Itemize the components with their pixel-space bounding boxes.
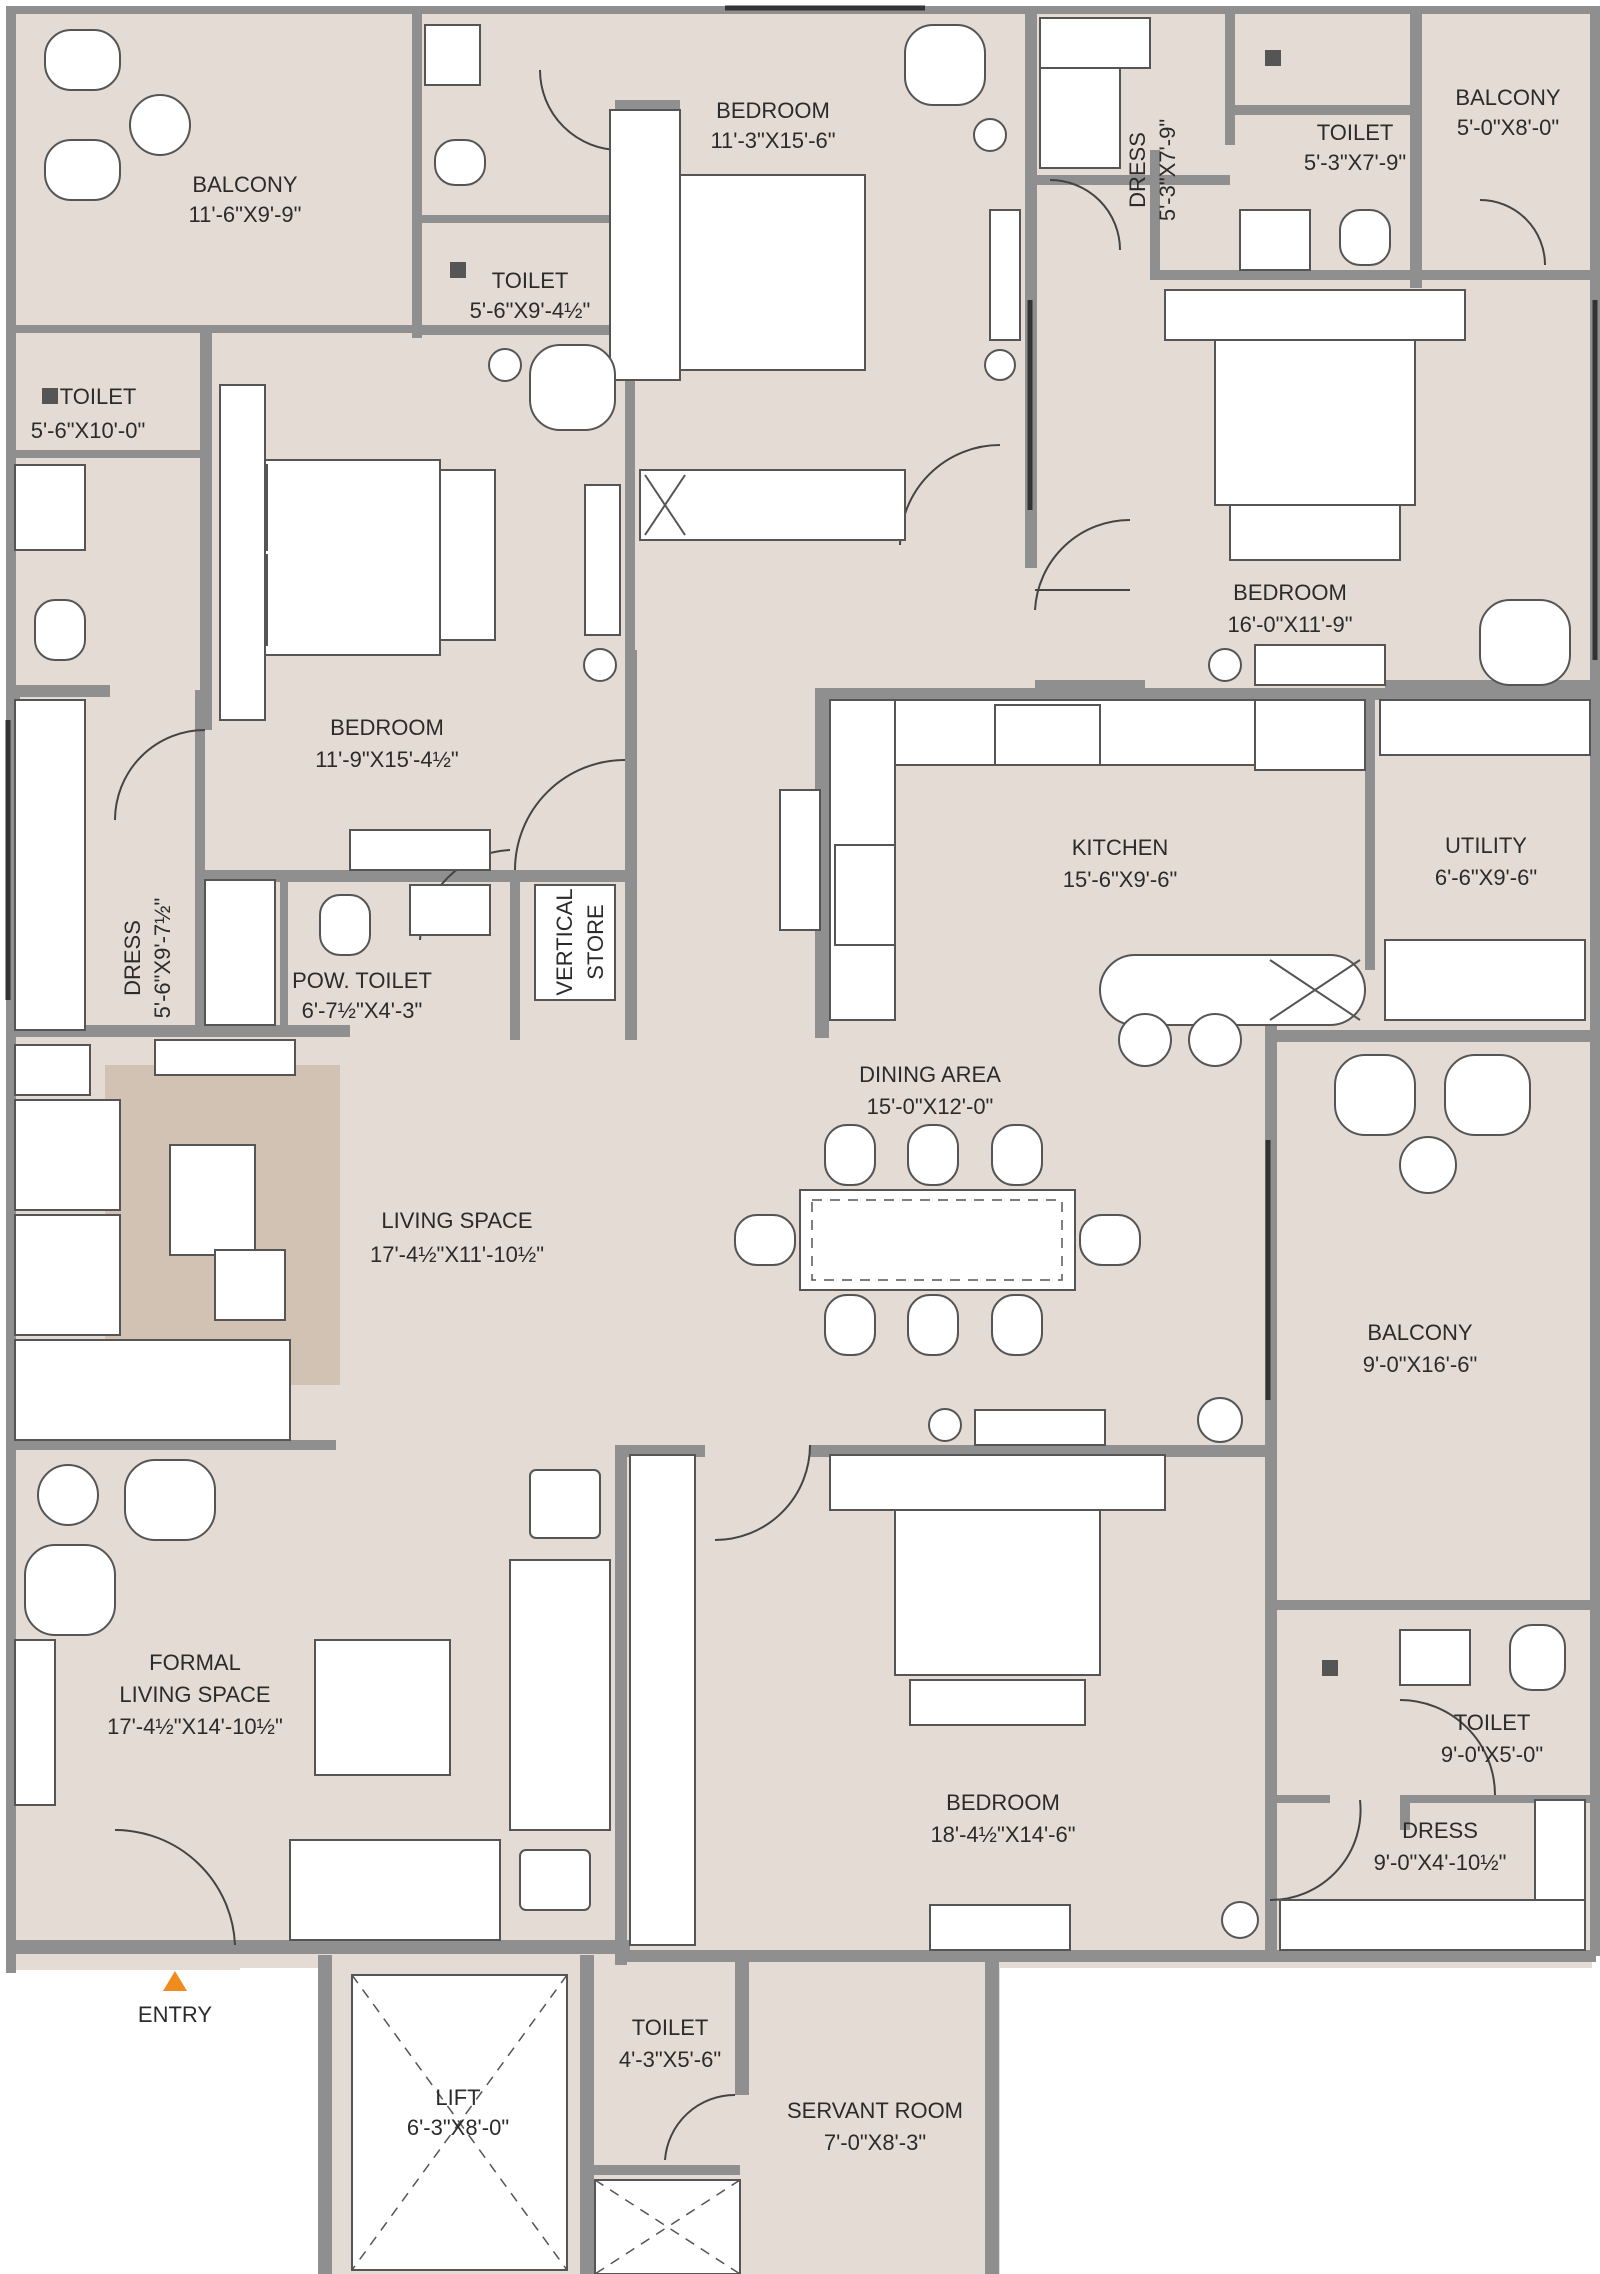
- dining-table: [734, 1124, 1243, 1446]
- toilet-n-name: TOILET: [492, 268, 569, 293]
- bed-east: [1164, 289, 1571, 686]
- bedroom-w-name: BEDROOM: [330, 715, 444, 740]
- bedroom-e-name: BEDROOM: [1233, 580, 1347, 605]
- bedroom-n-name: BEDROOM: [716, 98, 830, 123]
- living-sofa: [14, 1039, 296, 1441]
- bedroom-s-size: 18'-4½"X14'-6": [930, 1822, 1075, 1847]
- bedroom-n-size: 11'-3"X15'-6": [710, 128, 835, 153]
- entry-marker-icon: [163, 1971, 187, 1991]
- entry-label: ENTRY: [138, 2002, 212, 2027]
- windows: [5, 5, 1598, 1400]
- vertical-store-line2: STORE: [583, 904, 608, 979]
- dining-name: DINING AREA: [859, 1062, 1001, 1087]
- toilet-ne-name: TOILET: [1317, 120, 1394, 145]
- lift-size: 6'-3"X8'-0": [407, 2115, 509, 2140]
- toilet-w-name: TOILET: [60, 384, 137, 409]
- kitchen-counters: [779, 699, 1366, 1067]
- dress-se-name: DRESS: [1402, 1818, 1478, 1843]
- dress-ne-size: 5'-3"X7'-9": [1155, 119, 1180, 221]
- toilet-se-size: 9'-0"X5'-0": [1441, 1742, 1543, 1767]
- toilet-se-name: TOILET: [1454, 1710, 1531, 1735]
- balcony-ne-size: 5'-0"X8'-0": [1457, 115, 1559, 140]
- bedroom-e-size: 16'-0"X11'-9": [1227, 612, 1352, 637]
- furniture: [14, 17, 1591, 2274]
- dress-w-size: 5'-6"X9'-7½": [150, 898, 175, 1019]
- kitchen-name: KITCHEN: [1072, 835, 1169, 860]
- formal-living-furniture: [14, 1459, 611, 1941]
- dress-se-size: 9'-0"X4'-10½": [1374, 1850, 1507, 1875]
- formal-living-line1: FORMAL: [149, 1650, 241, 1675]
- toilet-ne-size: 5'-3"X7'-9": [1304, 150, 1406, 175]
- balcony-e-size: 9'-0"X16'-6": [1363, 1352, 1478, 1377]
- toilet-s-size: 4'-3"X5'-6": [619, 2047, 721, 2072]
- living-size: 17'-4½"X11'-10½": [370, 1242, 544, 1267]
- servant-room-size: 7'-0"X8'-3": [824, 2130, 926, 2155]
- balcony-nw-size: 11'-6"X9'-9": [189, 202, 302, 227]
- balcony-nw-name: BALCONY: [192, 172, 297, 197]
- dress-ne-name: DRESS: [1125, 132, 1150, 208]
- formal-living-line2: LIVING SPACE: [119, 1682, 270, 1707]
- bedroom-w-size: 11'-9"X15'-4½": [315, 747, 458, 772]
- servant-room-name: SERVANT ROOM: [787, 2098, 963, 2123]
- bed-west: [219, 344, 621, 721]
- doors: [114, 69, 1546, 2161]
- balcony-ne-name: BALCONY: [1455, 85, 1560, 110]
- bedroom-s-name: BEDROOM: [946, 1790, 1060, 1815]
- bed-north: [609, 24, 1021, 381]
- toilet-w-size: 5'-6"X10'-0": [31, 418, 146, 443]
- room-labels: BALCONY 11'-6"X9'-9" TOILET 5'-6"X9'-4½"…: [31, 85, 1561, 2155]
- bed-south: [829, 1454, 1259, 1951]
- toilet-s-name: TOILET: [632, 2015, 709, 2040]
- living-name: LIVING SPACE: [381, 1208, 532, 1233]
- pow-toilet-name: POW. TOILET: [292, 968, 432, 993]
- dining-size: 15'-0"X12'-0": [867, 1094, 994, 1119]
- balcony-east-chairs: [1334, 1054, 1531, 1194]
- lift-name: LIFT: [435, 2085, 480, 2110]
- utility-size: 6'-6"X9'-6": [1435, 865, 1537, 890]
- toilet-n-size: 5'-6"X9'-4½": [470, 298, 591, 323]
- pow-toilet-size: 6'-7½"X4'-3": [302, 998, 423, 1023]
- balcony-chairs: [44, 29, 191, 201]
- formal-living-size: 17'-4½"X14'-10½": [107, 1714, 283, 1739]
- kitchen-size: 15'-6"X9'-6": [1063, 867, 1178, 892]
- vertical-store-line1: VERTICAL: [552, 888, 577, 995]
- dress-w-name: DRESS: [120, 920, 145, 996]
- balcony-e-name: BALCONY: [1367, 1320, 1472, 1345]
- utility-name: UTILITY: [1445, 833, 1527, 858]
